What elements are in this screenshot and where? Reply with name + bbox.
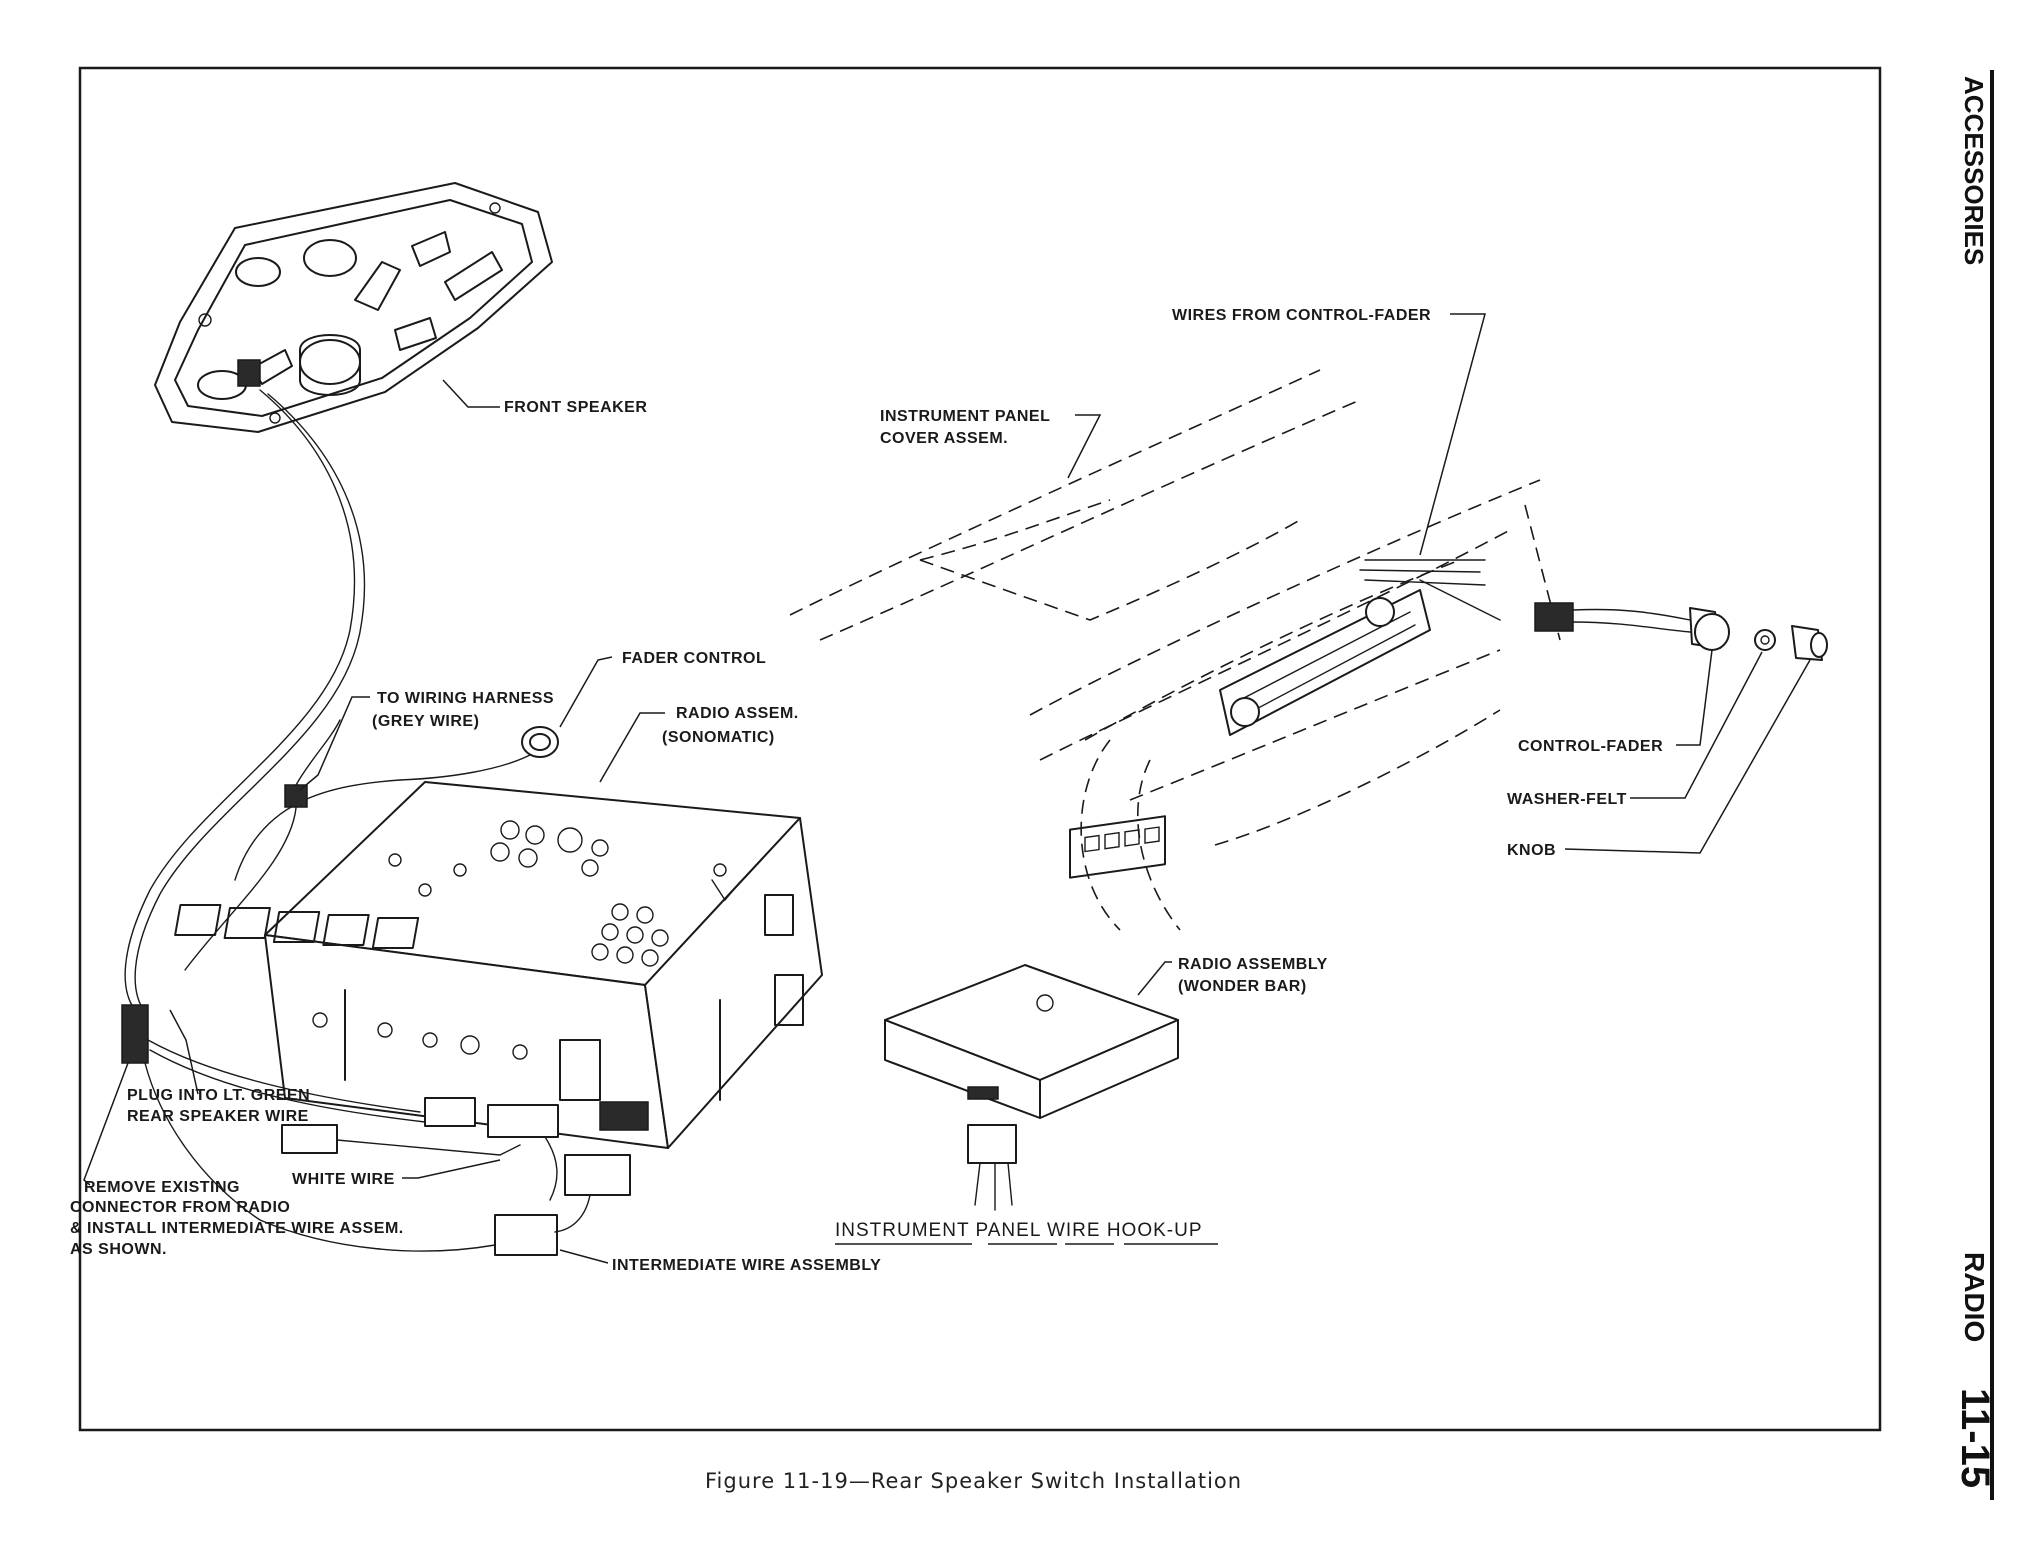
label-remove-existing: REMOVE EXISTING [84,1179,240,1196]
leader-wiring-harness [299,696,370,791]
speaker-wire-2 [134,393,366,1013]
leader-fader-control [559,656,613,728]
leader-wires-from-control-fader [1419,313,1486,556]
radio-assem-sonomatic-illustration [174,781,823,1149]
label-intermediate-wire-assembly: INTERMEDIATE WIRE ASSEMBLY [612,1257,881,1274]
label-wires-from-control-fader: WIRES FROM CONTROL-FADER [1172,307,1431,324]
leader-washer-felt [1630,651,1763,799]
leader-radio-assem [599,712,665,783]
speaker-wire [124,389,356,1011]
label-grey-wire: (GREY WIRE) [372,713,479,730]
leader-radio-assembly [1137,961,1172,996]
label-to-wiring-harness: TO WIRING HARNESS [377,690,554,707]
side-tab-section-top: ACCESSORIES [1959,76,1989,265]
label-sonomatic: (SONOMATIC) [662,729,775,746]
side-tab: ACCESSORIES RADIO 11-15 [1953,70,1997,1500]
leader-white-wire [402,1159,501,1179]
figure-frame [78,66,1882,1432]
figure-caption: Figure 11-19—Rear Speaker Switch Install… [705,1469,1242,1493]
leader-remove-existing [83,1062,129,1186]
side-tab-page-number: 11-15 [1953,1388,1997,1488]
radio-assembly-wonder-bar-illustration [884,815,1179,1211]
control-fader-parts [1534,602,1828,661]
label-washer-felt: WASHER-FELT [1507,791,1627,808]
label-wonder-bar: (WONDER BAR) [1178,978,1307,995]
label-instrument-panel: INSTRUMENT PANEL [880,408,1050,425]
label-knob: KNOB [1507,842,1556,859]
label-install-intermediate: & INSTALL INTERMEDIATE WIRE ASSEM. [70,1220,404,1237]
front-speaker-illustration [154,182,553,433]
instrument-panel-illustration [789,369,1561,931]
leader-intermediate-wire [559,1249,609,1264]
grey-wire-connector [184,719,341,971]
label-as-shown: AS SHOWN. [70,1241,167,1258]
label-control-fader: CONTROL-FADER [1518,738,1663,755]
label-front-speaker: FRONT SPEAKER [504,399,647,416]
hookup-title: INSTRUMENT PANEL WIRE HOOK-UP [835,1220,1203,1241]
label-white-wire: WHITE WIRE [292,1171,395,1188]
label-cover-assem: COVER ASSEM. [880,430,1008,447]
label-rear-speaker-wire: REAR SPEAKER WIRE [127,1108,309,1125]
label-connector-from-radio: CONNECTOR FROM RADIO [70,1199,290,1216]
label-radio-assembly: RADIO ASSEMBLY [1178,956,1328,973]
leader-control-fader [1676,649,1713,746]
leader-knob [1564,659,1811,854]
label-fader-control: FADER CONTROL [622,650,766,667]
leader-instrument-panel [1067,414,1102,479]
side-tab-section-bottom: RADIO [1959,1252,1990,1342]
label-radio-assem: RADIO ASSEM. [676,705,799,722]
wiring-connectors [121,1004,631,1256]
label-plug-into: PLUG INTO LT. GREEN [127,1087,310,1104]
leader-front-speaker [442,379,500,408]
leader-plug-into [169,1009,199,1095]
